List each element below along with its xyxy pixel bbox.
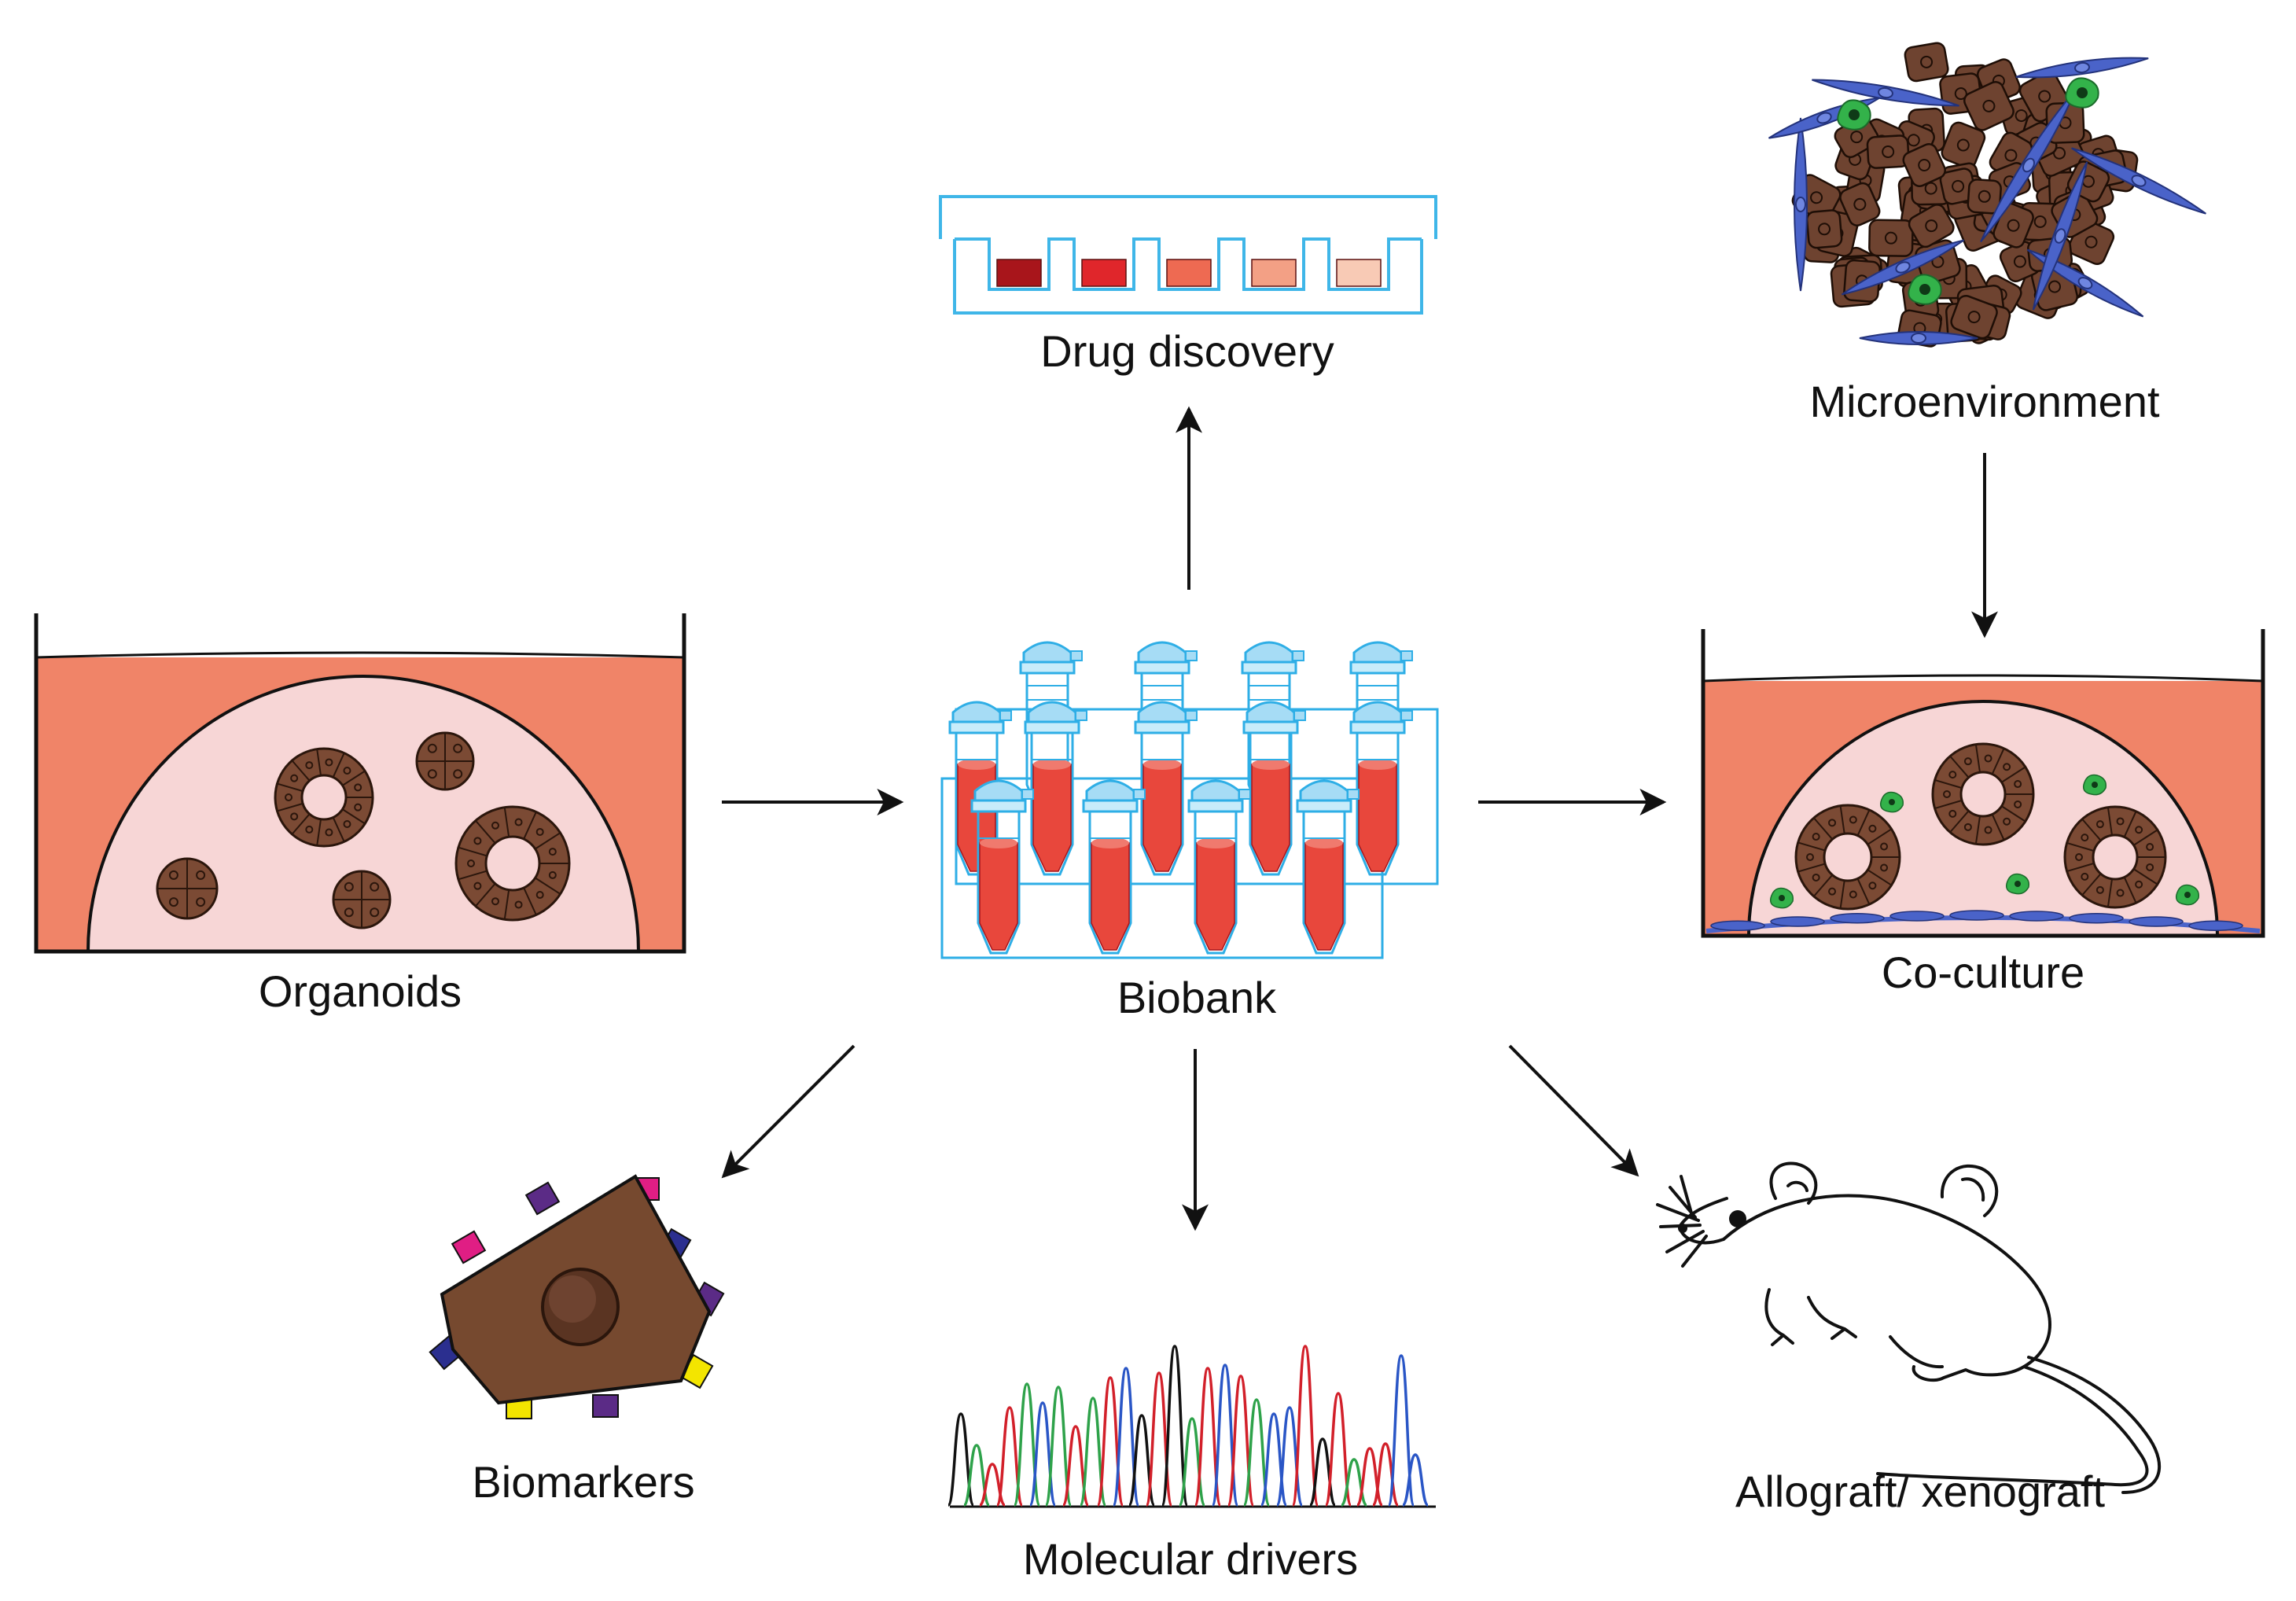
- organoid-ring: [274, 747, 374, 848]
- label-organoids: Organoids: [259, 966, 462, 1016]
- immune-cell: [2005, 873, 2030, 895]
- fibroblast: [2188, 920, 2243, 931]
- fibroblast: [2129, 916, 2184, 927]
- fibroblast: [2069, 912, 2124, 924]
- surface-marker: [451, 1230, 487, 1264]
- immune-cell: [2065, 77, 2099, 109]
- trace-peak: [1044, 1386, 1073, 1507]
- arrow-biobank-to-allograft: [1508, 1044, 1639, 1177]
- tumor-cell: [1904, 42, 1949, 83]
- organoid-ring: [454, 805, 571, 922]
- organoid-ring: [1931, 742, 2035, 846]
- tumor-cell: [1866, 134, 1910, 169]
- biobank-tube-rack: [940, 641, 1439, 959]
- immune-cell: [1908, 274, 1942, 305]
- cryotube: [1024, 701, 1087, 876]
- cryotube: [970, 779, 1034, 955]
- immune-cell: [2175, 884, 2200, 906]
- organoid-small: [156, 857, 219, 920]
- cryotube: [1349, 701, 1413, 876]
- organoid-small: [415, 731, 475, 791]
- arrows: [721, 406, 1998, 1231]
- label-biomarkers: Biomarkers: [472, 1457, 694, 1507]
- drug-well: [1251, 259, 1297, 287]
- trace-peak: [1275, 1406, 1304, 1507]
- fibroblast: [1841, 239, 1965, 296]
- tumor-cell: [1963, 80, 2015, 131]
- mouse-nose: [1678, 1224, 1687, 1233]
- drug-well: [1166, 259, 1212, 287]
- surface-marker: [592, 1394, 619, 1418]
- fibroblast: [1710, 920, 1765, 931]
- label-microenvironment: Microenvironment: [1809, 377, 2159, 426]
- label-co-culture: Co-culture: [1882, 948, 2084, 997]
- tumor-cell: [1839, 182, 1881, 226]
- organoid-ring: [2063, 805, 2167, 909]
- organoids-dish: [34, 613, 686, 954]
- cryotube: [1241, 641, 1304, 816]
- surface-marker: [524, 1181, 561, 1216]
- trace-peak: [1308, 1437, 1337, 1507]
- immune-cell: [2082, 774, 2107, 796]
- fibroblast: [1812, 79, 1959, 107]
- label-drug-discovery: Drug discovery: [1040, 326, 1334, 376]
- cryotube: [1187, 779, 1251, 955]
- label-allograft-xenograft: Allograft/ xenograft: [1735, 1467, 2105, 1516]
- label-biobank: Biobank: [1117, 973, 1277, 1022]
- fibroblast: [1949, 910, 2004, 921]
- drug-well: [996, 259, 1042, 287]
- cryotube: [1242, 701, 1306, 876]
- tumor-cell: [1868, 219, 1914, 257]
- fibroblast: [2009, 911, 2064, 922]
- label-molecular-drivers: Molecular drivers: [1023, 1534, 1358, 1584]
- cryotube: [1296, 779, 1360, 955]
- tumor-cell: [1967, 179, 2002, 215]
- tumor-cell: [1908, 204, 1955, 248]
- fibroblast: [1830, 912, 1885, 924]
- trace-peak: [1371, 1442, 1400, 1507]
- immune-cell: [1837, 99, 1871, 131]
- trace-peak: [1324, 1392, 1352, 1507]
- fibroblast: [1770, 916, 1825, 927]
- fibroblast: [2026, 248, 2144, 318]
- organoid-small: [332, 870, 392, 929]
- trace-peak: [1401, 1453, 1429, 1507]
- fibroblast: [1859, 331, 1978, 345]
- trace-peak: [1178, 1417, 1206, 1507]
- co-culture-dish: [1701, 629, 2265, 938]
- tumor-microenvironment-cluster: [1768, 42, 2206, 348]
- tumor-cell: [1805, 209, 1843, 249]
- immune-cell: [1879, 791, 1904, 813]
- arrow-biobank-to-biomarkers: [721, 1044, 855, 1179]
- tumor-cell: [1941, 121, 1986, 169]
- tumor-cell: [1902, 143, 1946, 187]
- trace-peak: [1291, 1345, 1319, 1507]
- immune-cell: [1769, 887, 1794, 909]
- mouse-eye: [1729, 1210, 1746, 1227]
- fibroblast: [2032, 161, 2088, 311]
- cryotube: [1082, 779, 1146, 955]
- drug-well: [1081, 259, 1127, 287]
- fibroblast: [2071, 147, 2206, 215]
- fibroblast: [2015, 57, 2149, 79]
- cryotube: [1134, 701, 1198, 876]
- organoid-ring: [1794, 804, 1901, 911]
- fibroblast: [1794, 117, 1808, 292]
- drug-screening-plate: [939, 195, 1437, 315]
- biomarker-cell: [429, 1174, 725, 1419]
- drug-well: [1336, 259, 1382, 287]
- tumor-cell: [1950, 294, 1998, 340]
- fibroblast: [1889, 911, 1945, 922]
- trace-peak: [1161, 1345, 1189, 1507]
- sequencing-chromatogram: [947, 1345, 1436, 1508]
